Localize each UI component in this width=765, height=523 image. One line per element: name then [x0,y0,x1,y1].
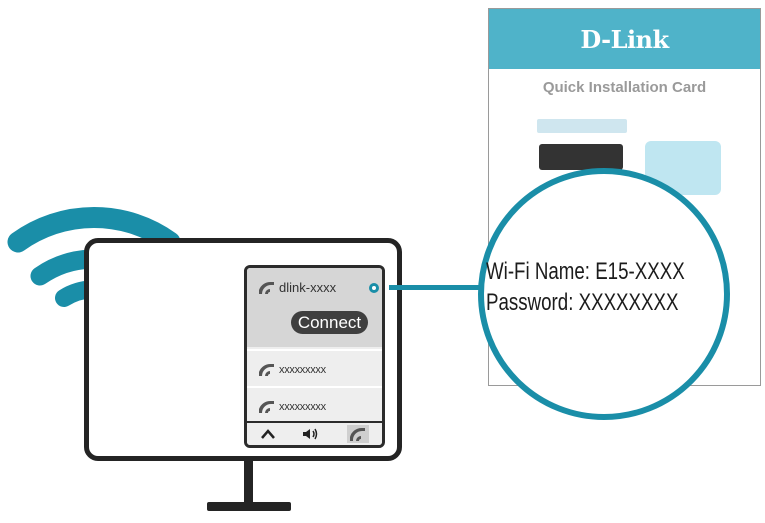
wifi-icon [259,400,274,413]
wifi-icon [259,363,274,376]
app-store-badge [539,144,623,170]
network-item[interactable]: xxxxxxxxx [247,386,382,425]
connector-line [389,285,501,290]
network-name: xxxxxxxxx [279,363,326,376]
speaker-icon[interactable] [302,427,320,441]
connect-button[interactable]: Connect [291,311,368,334]
monitor-stand-base [207,502,291,511]
highlight-dot [369,283,379,293]
wifi-network-list: dlink-xxxx Connect xxxxxxxxx xxxxxxxxx [244,265,385,448]
network-name: xxxxxxxxx [279,400,326,413]
chevron-up-icon[interactable] [260,428,276,440]
network-name: dlink-xxxx [279,280,337,295]
magnifier-circle [478,168,730,420]
card-header: D-Link [489,9,760,69]
wifi-icon[interactable] [346,425,369,443]
network-item[interactable]: xxxxxxxxx [247,349,382,388]
brand-logo: D-Link [580,24,669,54]
taskbar [247,421,382,445]
store-search-bar [537,119,627,133]
network-item-selected[interactable]: dlink-xxxx Connect [247,268,382,347]
wifi-icon [259,281,274,294]
wifi-name-text: Wi-Fi Name: E15-XXXX [486,258,685,285]
monitor-stand-neck [244,461,253,504]
wifi-password-text: Password: XXXXXXXX [486,289,679,316]
card-title: Quick Installation Card [542,79,707,96]
